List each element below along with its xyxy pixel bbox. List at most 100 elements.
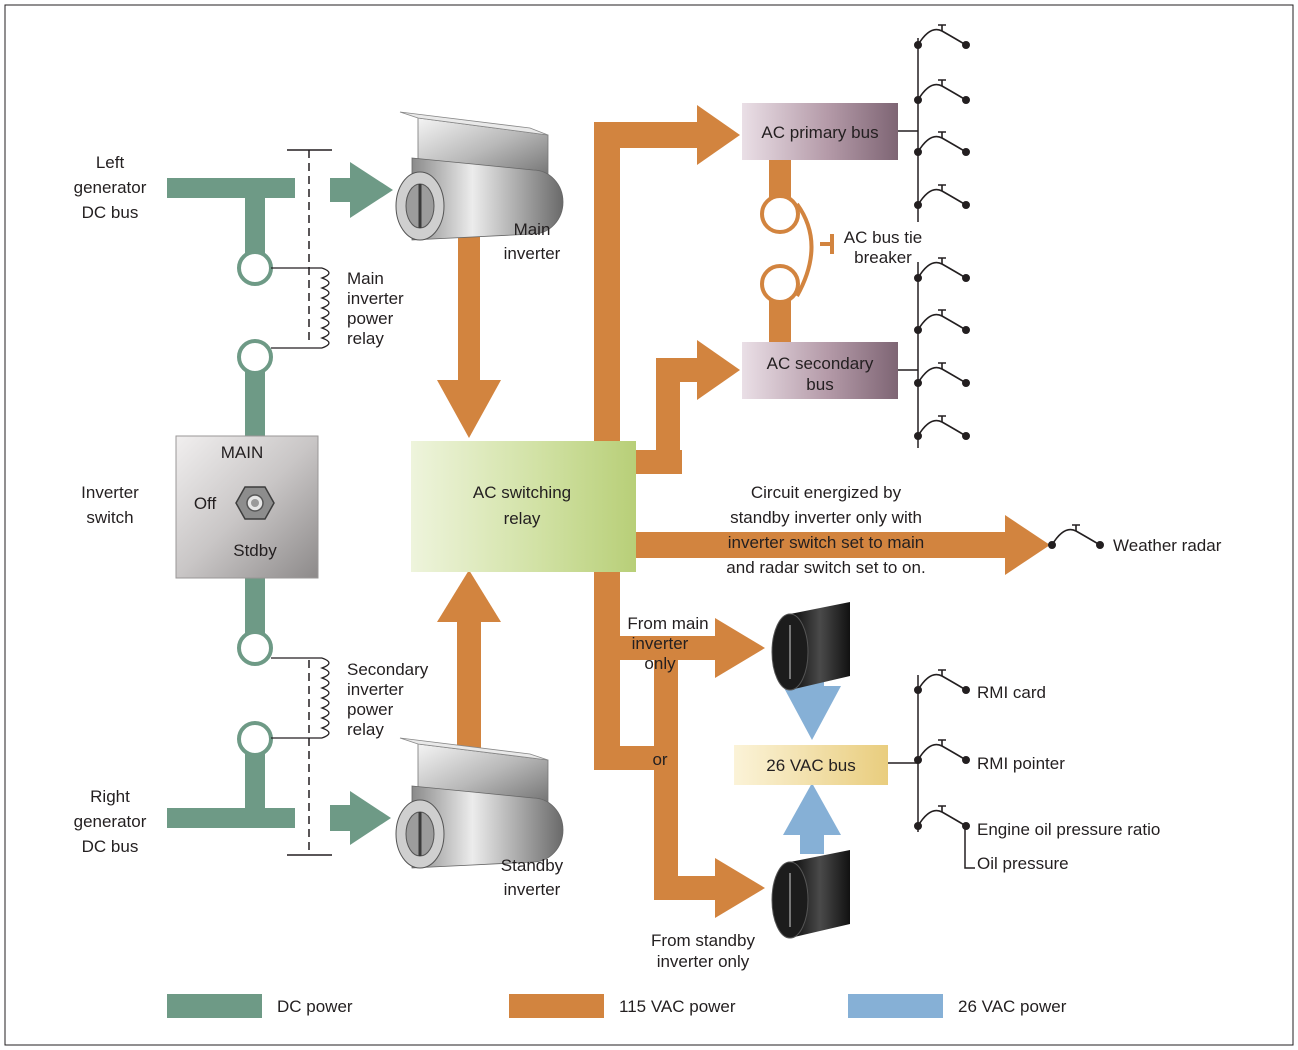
svg-text:relay: relay <box>347 720 384 739</box>
svg-text:power: power <box>347 700 394 719</box>
ac-primary-bus-box <box>742 103 898 160</box>
legend-swatch-115vac <box>509 994 604 1018</box>
svg-text:inverter switch set to main: inverter switch set to main <box>728 533 925 552</box>
circuit-breaker-icon <box>913 79 970 105</box>
arrow-secondary-bus <box>697 340 740 400</box>
legend-label-26vac: 26 VAC power <box>958 997 1067 1016</box>
svg-text:Main: Main <box>347 269 384 288</box>
engine-oil-label: Engine oil pressure ratio <box>977 820 1160 839</box>
circuit-breaker-icon <box>913 309 970 334</box>
from-standby-label: From standby inverter only <box>651 931 755 971</box>
circuit-breakers <box>913 24 1105 830</box>
arrow-primary-bus <box>697 105 740 165</box>
svg-text:inverter: inverter <box>504 244 561 263</box>
from-standby-h <box>654 876 718 900</box>
legend-swatch-26vac <box>848 994 943 1018</box>
svg-text:Standby: Standby <box>501 856 564 875</box>
arrow-to-upper-transformer <box>715 618 765 678</box>
svg-text:relay: relay <box>504 509 541 528</box>
circuit-breaker-icon <box>913 131 970 157</box>
relay-to-switch-top <box>245 368 265 436</box>
to-primary-vertical <box>594 122 620 442</box>
legend-label-dc: DC power <box>277 997 353 1016</box>
right-gen-label: Right generator DC bus <box>74 787 147 856</box>
svg-text:AC secondary: AC secondary <box>767 354 874 373</box>
legend-label-115vac: 115 VAC power <box>619 997 736 1016</box>
right-gen-dc-bus <box>167 808 295 828</box>
frame <box>4 4 1294 1046</box>
ac-secondary-bus-label: AC secondary bus <box>767 354 874 394</box>
svg-text:generator: generator <box>74 178 147 197</box>
isolation-lines <box>287 149 332 856</box>
svg-text:and radar switch set to on.: and radar switch set to on. <box>726 558 925 577</box>
arrow-weather-radar <box>1005 515 1050 575</box>
switch-stdby-position: Stdby <box>233 541 277 560</box>
dc-power-paths <box>167 162 393 845</box>
circuit-breaker-icon <box>1048 524 1105 549</box>
to-radar <box>636 532 1011 558</box>
svg-text:Right: Right <box>90 787 130 806</box>
standby-inverter-icon <box>395 737 564 869</box>
standby-inv-up <box>457 620 481 760</box>
from-main-label: From main inverter only <box>627 614 708 673</box>
dc-arrow-main-inverter <box>330 162 393 218</box>
ac115-power-paths <box>437 105 1050 918</box>
svg-text:power: power <box>347 309 394 328</box>
svg-text:Main: Main <box>514 220 551 239</box>
arrow-down-to-26v <box>783 686 841 740</box>
circuit-breaker-icon <box>913 184 970 210</box>
circuit-breaker-icon <box>913 415 970 440</box>
svg-text:bus: bus <box>806 375 833 394</box>
to-secondary-h2 <box>656 358 701 382</box>
svg-text:standby inverter only with: standby inverter only with <box>730 508 922 527</box>
svg-text:From main: From main <box>627 614 708 633</box>
svg-text:inverter: inverter <box>347 289 404 308</box>
legend-swatch-dc <box>167 994 262 1018</box>
arrow-into-relay-bottom <box>437 570 501 622</box>
svg-text:only: only <box>644 654 676 673</box>
bus-tie-breaker-arm <box>795 202 834 297</box>
svg-text:inverter: inverter <box>504 880 561 899</box>
to-26v-vertical <box>594 572 620 770</box>
svg-text:AC switching: AC switching <box>473 483 571 502</box>
svg-text:Left: Left <box>96 153 125 172</box>
main-inverter-label: Main inverter <box>504 220 561 263</box>
svg-text:AC bus tie: AC bus tie <box>844 228 922 247</box>
left-gen-label: Left generator DC bus <box>74 153 147 222</box>
legend: DC power 115 VAC power 26 VAC power <box>167 994 1067 1018</box>
ac-switching-relay-box <box>411 441 636 572</box>
svg-text:DC bus: DC bus <box>82 203 139 222</box>
ac-bus-tie-label: AC bus tie breaker <box>844 228 922 267</box>
rmi-card-label: RMI card <box>977 683 1046 702</box>
circuit-breaker-icon <box>913 805 970 830</box>
circuit-breaker-icon <box>913 669 970 694</box>
vac26-bus-box <box>734 745 888 785</box>
switch-to-relay-bottom <box>245 578 265 636</box>
ac-switching-relay-label: AC switching relay <box>473 483 571 528</box>
secondary-relay-label: Secondary inverter power relay <box>347 660 429 739</box>
or-label: or <box>652 750 667 769</box>
oil-pressure-label: Oil pressure <box>977 854 1069 873</box>
inverter-switch[interactable] <box>175 435 319 579</box>
circuit-breaker-icon <box>913 24 970 49</box>
to-primary-horizontal <box>594 122 699 148</box>
svg-text:From standby: From standby <box>651 931 755 950</box>
switch-main-position: MAIN <box>221 443 264 462</box>
right-gen-stub <box>245 750 265 820</box>
relay-coils <box>271 267 330 739</box>
tie-link-top <box>769 158 791 198</box>
svg-text:switch: switch <box>86 508 133 527</box>
main-inv-down <box>458 232 480 382</box>
vac26-bus-label: 26 VAC bus <box>766 756 855 775</box>
svg-text:Secondary: Secondary <box>347 660 429 679</box>
main-inverter-icon <box>395 111 564 241</box>
bus-tie-breaker-contacts <box>760 194 800 304</box>
svg-text:breaker: breaker <box>854 248 912 267</box>
rmi-pointer-label: RMI pointer <box>977 754 1065 773</box>
relay-contacts <box>237 250 273 757</box>
from-standby-vertical <box>654 660 678 900</box>
svg-text:relay: relay <box>347 329 384 348</box>
svg-text:Inverter: Inverter <box>81 483 139 502</box>
bus-lines <box>888 38 975 869</box>
